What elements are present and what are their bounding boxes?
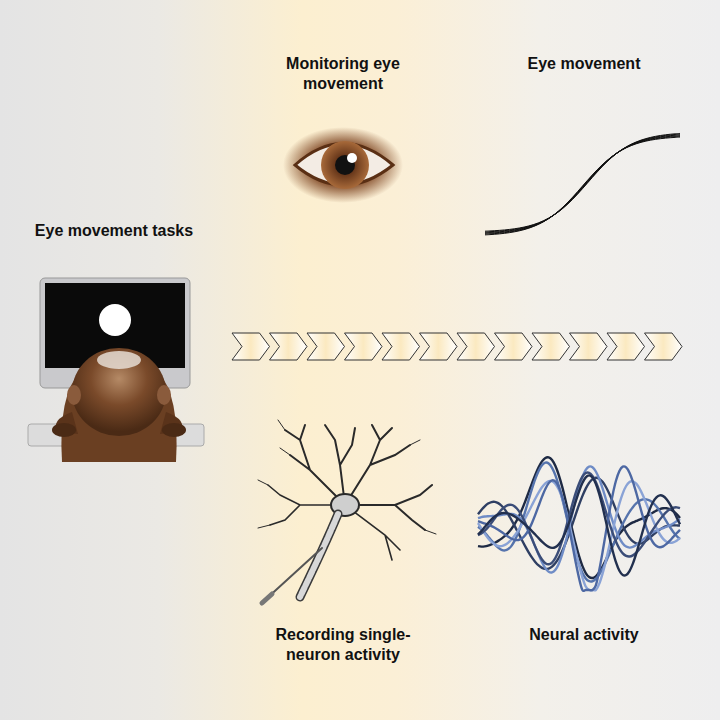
caption-label: Neural activity: [504, 625, 664, 645]
chevron: [345, 333, 383, 360]
caption-label: Monitoring eye movement: [268, 54, 418, 94]
eye-trace: [485, 133, 680, 234]
monitor: [28, 278, 204, 446]
neural-trace: [478, 475, 680, 575]
chevron: [495, 333, 533, 360]
chevron: [570, 333, 608, 360]
neural-traces: [478, 457, 680, 591]
chevron: [382, 333, 420, 360]
neural-trace: [478, 466, 680, 591]
process-arrow: [232, 333, 682, 360]
neuron: [258, 420, 436, 603]
chevron: [457, 333, 495, 360]
neural-trace: [478, 473, 680, 565]
chevron: [645, 333, 683, 360]
chevron: [607, 333, 645, 360]
eye-trace-line: [485, 133, 680, 231]
chevron: [270, 333, 308, 360]
chevron: [532, 333, 570, 360]
eye-trace-line: [485, 135, 680, 233]
eye-trace-line: [485, 136, 680, 234]
chevron: [307, 333, 345, 360]
caption-label: Eye movement: [504, 54, 664, 74]
caption-label: Eye movement tasks: [14, 221, 214, 241]
eye-illustration: [283, 127, 403, 203]
monkey: [52, 348, 186, 462]
neural-trace: [478, 457, 680, 578]
eye-trace-line: [485, 134, 680, 232]
eye-trace-line: [485, 137, 680, 235]
chevron: [420, 333, 458, 360]
caption-label: Recording single-neuron activity: [263, 625, 423, 665]
eye-trace-line: [485, 136, 680, 234]
neural-trace: [478, 466, 680, 572]
chevron: [232, 333, 270, 360]
